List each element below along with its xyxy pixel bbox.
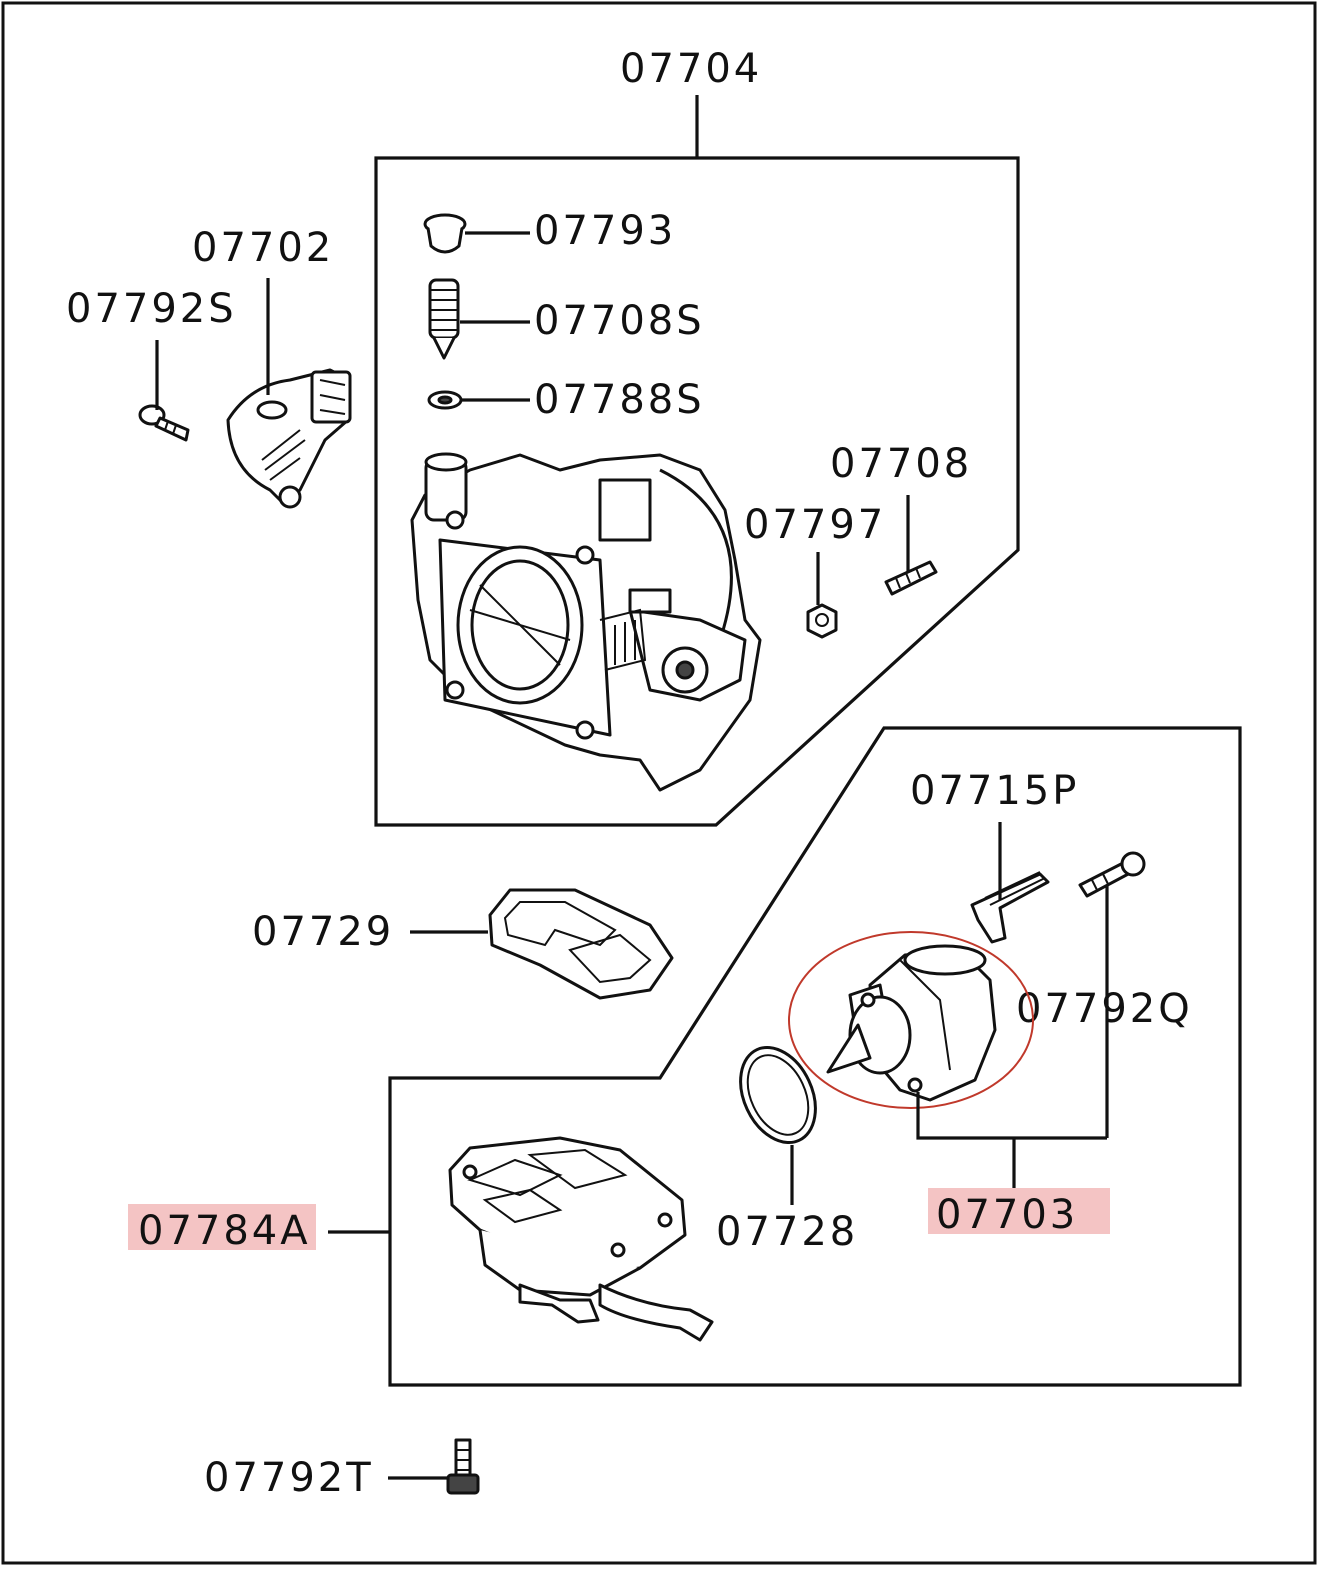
label-07797[interactable]: 07797: [744, 502, 886, 548]
label-07703[interactable]: 07703: [936, 1192, 1078, 1238]
throttle-body-part: [410, 452, 762, 792]
label-07788S[interactable]: 07788S: [534, 377, 705, 423]
iac-body-part: [448, 1136, 714, 1342]
sensor-screw-part: [138, 404, 190, 442]
throttle-position-sensor-part: [226, 368, 352, 509]
label-07708[interactable]: 07708: [830, 441, 972, 487]
connector-bracket-part: [970, 871, 1050, 944]
bolt-part: [446, 1438, 480, 1495]
highlight-circle: [788, 931, 1034, 1109]
label-07793[interactable]: 07793: [534, 208, 676, 254]
label-07792T[interactable]: 07792T: [204, 1455, 374, 1501]
idle-speed-control-part: [826, 944, 997, 1102]
iac-group-frame: [388, 726, 1242, 1387]
label-07715P[interactable]: 07715P: [910, 768, 1079, 814]
throttle-body-group-frame: [374, 156, 1020, 827]
nut-part: [806, 603, 838, 639]
label-07704[interactable]: 07704: [620, 46, 762, 92]
highlight-07703: [928, 1188, 1110, 1234]
spring-screw-part: [428, 278, 460, 360]
highlight-07784A: [128, 1204, 316, 1250]
plug-part: [423, 213, 467, 254]
iac-screw-part: [1078, 851, 1146, 898]
label-07708S[interactable]: 07708S: [534, 298, 705, 344]
label-07792Q[interactable]: 07792Q: [1016, 986, 1193, 1032]
label-07728[interactable]: 07728: [716, 1209, 858, 1255]
gasket-part: [488, 888, 674, 1000]
label-07729[interactable]: 07729: [252, 909, 394, 955]
seal-part: [427, 390, 463, 410]
o-ring-part: [739, 1045, 817, 1145]
label-07702[interactable]: 07702: [192, 225, 334, 271]
label-07784A[interactable]: 07784A: [138, 1208, 311, 1254]
label-07792S[interactable]: 07792S: [66, 286, 237, 332]
bracket-07703: [916, 1092, 1107, 1140]
stop-screw-part: [884, 560, 938, 596]
